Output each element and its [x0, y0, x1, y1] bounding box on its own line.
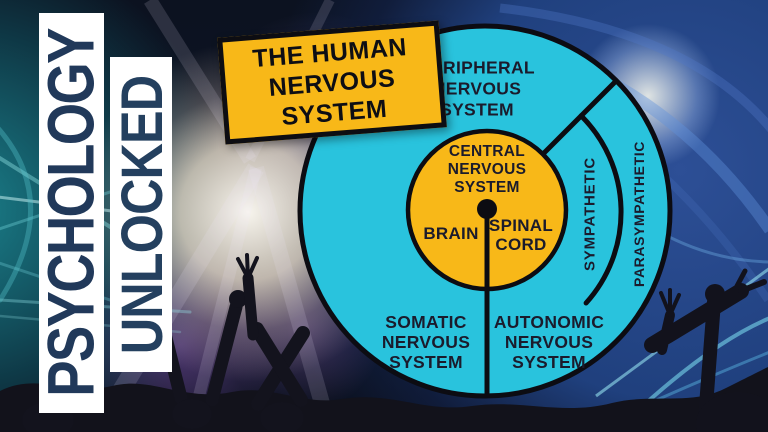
title-card: THE HUMAN NERVOUS SYSTEM — [217, 20, 447, 145]
label-autonomic-nervous-system: AUTONOMIC NERVOUS SYSTEM — [493, 312, 605, 372]
label-parasympathetic: PARASYMPATHETIC — [631, 141, 647, 287]
arc-sympathetic-parasympathetic — [578, 113, 624, 306]
label-sympathetic: SYMPATHETIC — [581, 156, 599, 272]
label-somatic-nervous-system: SOMATIC NERVOUS SYSTEM — [381, 312, 471, 372]
title-card-text: THE HUMAN NERVOUS SYSTEM — [251, 32, 408, 131]
center-hub-dot — [477, 199, 497, 219]
label-spinal-cord: SPINAL CORD — [488, 216, 554, 254]
crowd-arms-left — [22, 253, 310, 432]
divider-peripheral-autonomic — [538, 78, 619, 159]
unlocked-banner: UNLOCKED — [108, 57, 174, 372]
crowd-arms-right — [644, 268, 768, 432]
unlocked-banner-text: UNLOCKED — [108, 75, 174, 354]
psychology-banner: PSYCHOLOGY — [34, 13, 109, 413]
label-peripheral-nervous-system: PERIPHERAL NERVOUS SYSTEM — [419, 57, 535, 120]
label-brain: BRAIN — [423, 224, 479, 243]
label-central-nervous-system: CENTRAL NERVOUS SYSTEM — [447, 143, 527, 196]
psychology-banner-text: PSYCHOLOGY — [34, 29, 109, 397]
